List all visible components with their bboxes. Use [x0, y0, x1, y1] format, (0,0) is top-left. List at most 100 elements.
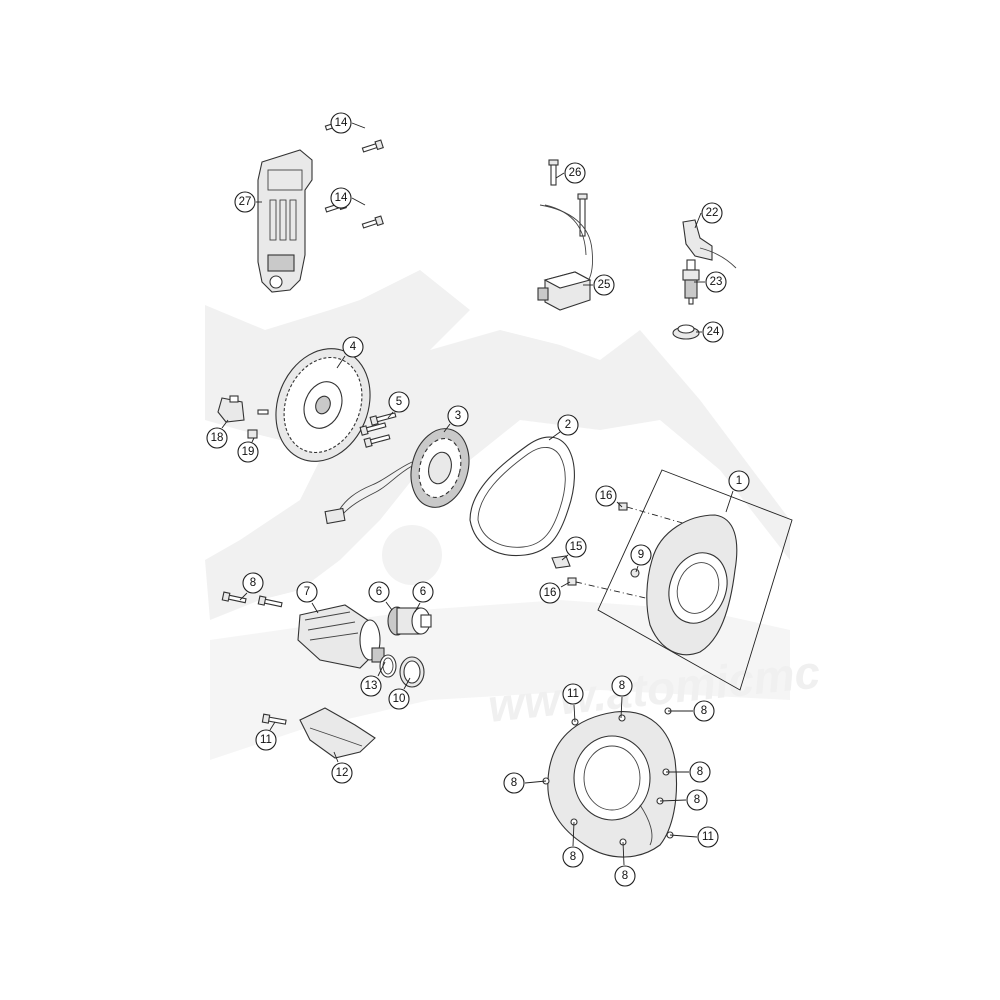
callout-c-9: 9 — [630, 544, 652, 573]
leader-line — [351, 122, 366, 129]
callout-number: 4 — [350, 341, 357, 353]
leader-line — [694, 212, 702, 229]
callout-number: 16 — [600, 490, 613, 502]
callout-number: 8 — [697, 766, 703, 778]
callout-circle — [693, 700, 715, 722]
callout-number: 26 — [569, 167, 582, 179]
part-7-starter-motor — [297, 604, 385, 669]
callout-number: 8 — [511, 777, 517, 789]
callout-circle — [562, 846, 584, 868]
part-18-sensor — [217, 395, 245, 423]
callout-c-11b: 11 — [255, 721, 277, 751]
callout-c-8f: 8 — [659, 789, 708, 811]
callout-c-8h: 8 — [614, 841, 636, 887]
callout-circle — [360, 675, 382, 697]
callout-circle — [242, 572, 264, 594]
assembly-line-lower — [575, 581, 655, 601]
callout-circle — [388, 688, 410, 710]
callout-c-10: 10 — [388, 677, 411, 710]
callout-circle — [697, 826, 719, 848]
callout-number: 15 — [570, 541, 583, 553]
callout-c-6a: 6 — [368, 581, 393, 611]
callout-c-11c: 11 — [669, 826, 719, 848]
callout-c-14b: 14 — [330, 187, 366, 209]
callout-number: 11 — [567, 688, 579, 700]
callout-circle — [701, 202, 723, 224]
callout-number: 14 — [335, 117, 348, 129]
part-8-bolts-starter — [221, 591, 283, 608]
leader-line — [385, 601, 393, 611]
part-6-starter-gear — [387, 606, 432, 636]
callout-c-25: 25 — [583, 274, 615, 296]
callout-number: 2 — [565, 419, 571, 431]
callout-c-19: 19 — [237, 437, 259, 463]
callout-c-8c: 8 — [668, 700, 715, 722]
callout-circle — [557, 414, 579, 436]
callout-number: 24 — [707, 326, 720, 338]
callout-number: 13 — [365, 680, 378, 692]
leader-line — [620, 696, 623, 719]
callout-circle — [614, 865, 636, 887]
part-3-stator — [324, 428, 470, 525]
callout-circle — [705, 271, 727, 293]
callout-circle — [388, 391, 410, 413]
callout-number: 8 — [570, 851, 576, 863]
callout-c-8g: 8 — [562, 821, 584, 868]
callout-circle — [686, 789, 708, 811]
callout-circle — [368, 581, 390, 603]
callout-circle — [503, 772, 525, 794]
callout-circle — [562, 683, 584, 705]
part-12-guard — [299, 707, 376, 759]
callout-circle — [296, 581, 318, 603]
callout-c-4: 4 — [336, 336, 364, 369]
callout-circle — [237, 441, 259, 463]
callout-number: 23 — [710, 276, 723, 288]
leader-line — [387, 411, 394, 419]
callout-circle — [330, 187, 352, 209]
callout-circle — [412, 581, 434, 603]
part-16-dowel-lower — [567, 577, 577, 586]
leader-line — [443, 423, 451, 433]
callout-number: 8 — [701, 705, 707, 717]
leader-line — [669, 834, 698, 838]
leader-line — [414, 602, 421, 613]
callout-c-12: 12 — [331, 751, 353, 784]
leader-line — [616, 501, 623, 508]
outer-ignition-cover — [542, 707, 678, 858]
callout-number: 9 — [638, 549, 644, 561]
callout-number: 8 — [619, 680, 625, 692]
callout-circle — [331, 762, 353, 784]
callout-c-18: 18 — [206, 419, 229, 449]
part-13-o-ring — [379, 654, 397, 678]
callout-number: 25 — [598, 279, 611, 291]
leader-line — [377, 661, 386, 677]
leader-line — [269, 721, 276, 731]
callout-number: 18 — [211, 432, 224, 444]
part-1-generator-cover-inner — [646, 514, 738, 656]
leader-line — [524, 780, 547, 784]
part-19-bolt — [247, 409, 269, 439]
callout-number: 6 — [376, 586, 382, 598]
callout-c-27: 27 — [234, 191, 262, 213]
leader-line — [239, 592, 248, 601]
callout-circle — [702, 321, 724, 343]
callout-c-7: 7 — [296, 581, 319, 614]
callout-number: 1 — [736, 475, 742, 487]
leader-line — [221, 419, 229, 429]
callout-c-23: 23 — [694, 271, 727, 293]
leader-line — [333, 751, 339, 763]
callout-number: 6 — [420, 586, 426, 598]
part-2-gasket — [469, 436, 575, 557]
leader-line — [560, 581, 571, 588]
callout-c-11a: 11 — [562, 683, 584, 723]
part-5-stator-bolts — [359, 412, 397, 448]
part-27-regulator — [257, 149, 313, 293]
leader-line — [251, 437, 255, 443]
leader-line — [548, 431, 561, 441]
callout-c-8b: 8 — [611, 675, 633, 719]
callout-c-16a: 16 — [595, 485, 623, 508]
callout-circle — [330, 112, 352, 134]
callout-c-26: 26 — [555, 162, 586, 184]
callout-circle — [728, 470, 750, 492]
leader-line — [622, 841, 625, 866]
